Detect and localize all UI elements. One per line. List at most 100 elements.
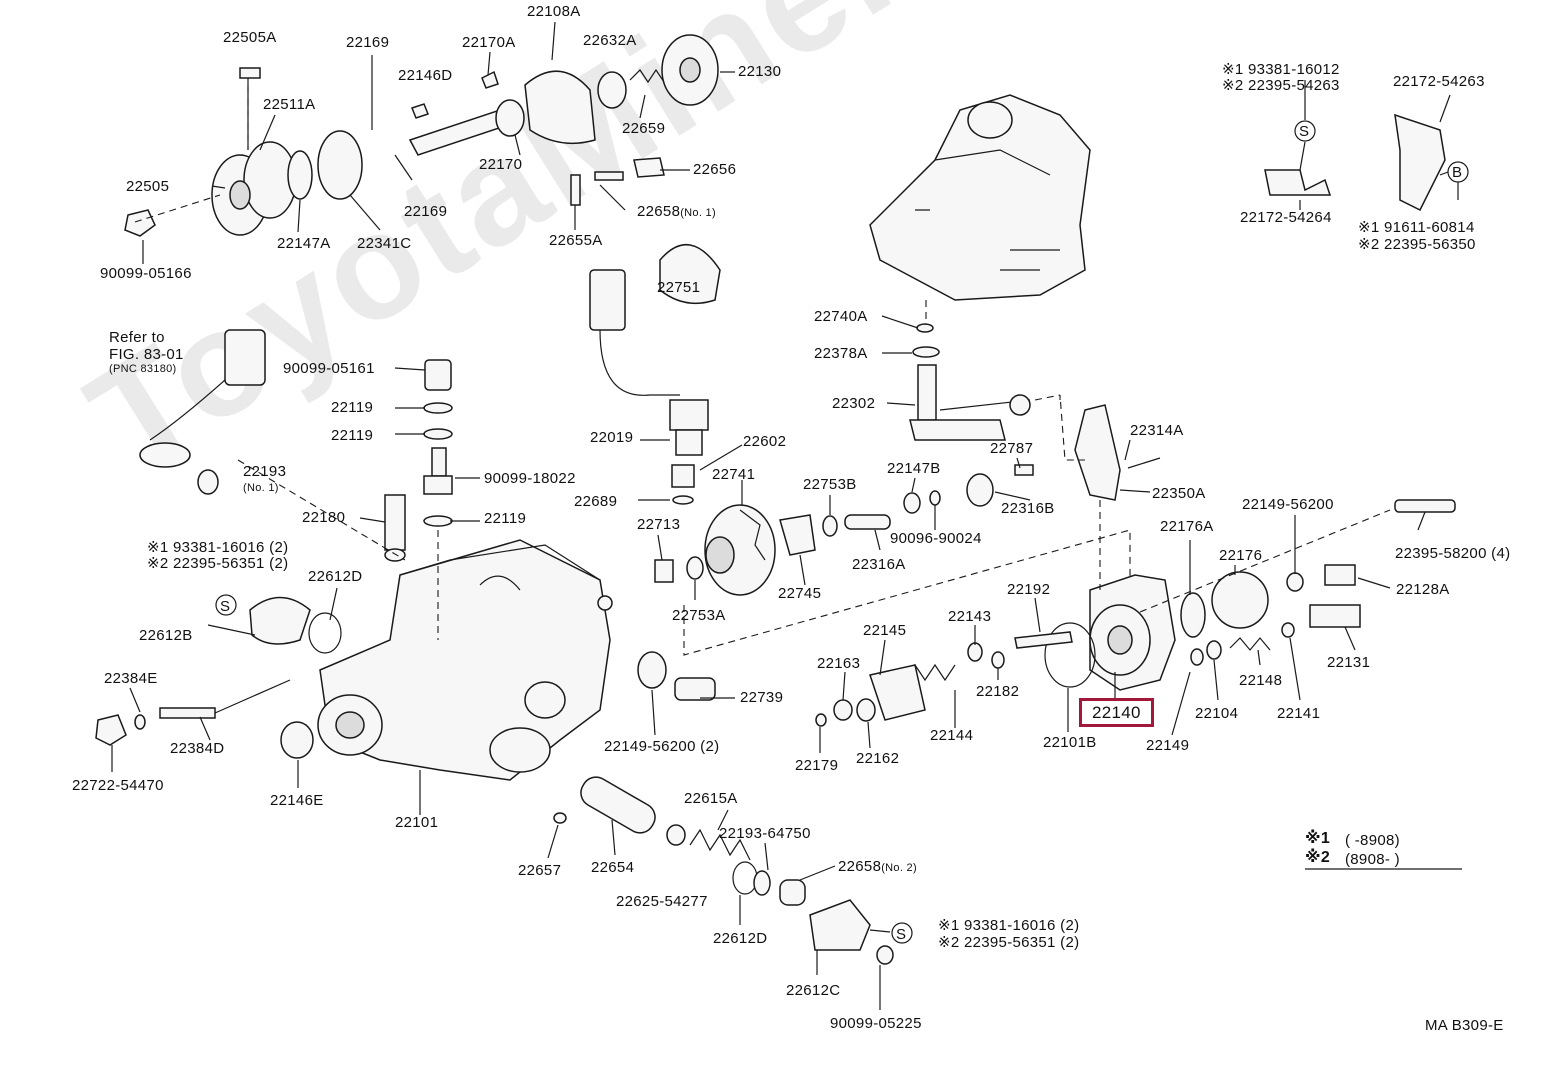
part-number: 22658 bbox=[637, 203, 681, 220]
part-label-22395-56350: ※2 22395-56350 bbox=[1358, 236, 1476, 253]
legend-row1-mark: ※1 bbox=[1305, 830, 1331, 847]
figure-code: MA B309-E bbox=[1425, 1017, 1504, 1034]
leader-lines bbox=[111, 21, 1462, 1010]
part-label-22119-a: 22119 bbox=[331, 399, 374, 416]
part-label-22657: 22657 bbox=[518, 862, 562, 879]
part-label-22655a: 22655A bbox=[549, 232, 603, 249]
part-label-22659: 22659 bbox=[622, 120, 666, 137]
part-label-22341c: 22341C bbox=[357, 235, 412, 252]
part-label-22505: 22505 bbox=[126, 178, 170, 195]
part-label-22148: 22148 bbox=[1239, 672, 1283, 689]
part-label-22395-56351-a: ※2 22395-56351 (2) bbox=[147, 555, 289, 572]
assembly-guide-lines bbox=[134, 86, 1391, 656]
part-label-22395-58200: 22395-58200 (4) bbox=[1395, 545, 1511, 562]
part-label-93381-16016-a: ※1 93381-16016 (2) bbox=[147, 539, 289, 556]
part-label-22140-highlighted[interactable]: 22140 bbox=[1079, 698, 1154, 727]
legend-row1-range: ( -8908) bbox=[1345, 832, 1400, 849]
part-label-22149-56200-b: 22149-56200 bbox=[1242, 496, 1334, 513]
part-label-22119-b: 22119 bbox=[331, 427, 374, 444]
drive-shaft bbox=[408, 34, 719, 156]
brackets-upper-right bbox=[1264, 113, 1446, 212]
part-label-22751: 22751 bbox=[657, 279, 701, 296]
part-label-22316a: 22316A bbox=[852, 556, 906, 573]
part-label-22740a: 22740A bbox=[814, 308, 868, 325]
small-fasteners-top bbox=[570, 157, 665, 206]
marker-s-right: S bbox=[1299, 123, 1310, 140]
part-label-22108a: 22108A bbox=[527, 3, 581, 20]
part-label-22612c: 22612C bbox=[786, 982, 841, 999]
part-label-22130: 22130 bbox=[738, 63, 782, 80]
part-label-93381-16016-b: ※1 93381-16016 (2) bbox=[938, 917, 1080, 934]
part-label-90099-05166: 90099-05166 bbox=[100, 265, 192, 282]
control-lever-assembly bbox=[909, 323, 1161, 507]
legend-row2-mark: ※2 bbox=[1305, 849, 1331, 866]
part-label-22612b: 22612B bbox=[139, 627, 193, 644]
part-label-22162: 22162 bbox=[856, 750, 900, 767]
part-note: (No. 2) bbox=[881, 862, 917, 874]
part-label-22141: 22141 bbox=[1277, 705, 1321, 722]
part-label-22745: 22745 bbox=[778, 585, 822, 602]
part-label-22176: 22176 bbox=[1219, 547, 1263, 564]
part-label-22149-56200-a: 22149-56200 (2) bbox=[604, 738, 720, 755]
part-label-22147b: 22147B bbox=[887, 460, 941, 477]
part-label-22378a: 22378A bbox=[814, 345, 868, 362]
part-label-22163: 22163 bbox=[817, 655, 861, 672]
part-label-22143: 22143 bbox=[948, 608, 992, 625]
part-label-22612d-a: 22612D bbox=[308, 568, 363, 585]
part-label-22128a: 22128A bbox=[1396, 581, 1450, 598]
legend-row2-range: (8908- ) bbox=[1345, 851, 1400, 868]
part-label-22314a: 22314A bbox=[1130, 422, 1184, 439]
part-label-22146e: 22146E bbox=[270, 792, 324, 809]
marker-s-left: S bbox=[220, 598, 231, 615]
timer-parts bbox=[95, 596, 894, 965]
part-label-22654: 22654 bbox=[591, 859, 635, 876]
part-label-22753a: 22753A bbox=[672, 607, 726, 624]
pump-head-housing bbox=[869, 94, 1091, 301]
governor-linkage bbox=[779, 490, 941, 556]
part-label-22741: 22741 bbox=[712, 466, 756, 483]
part-label-22172-54264: 22172-54264 bbox=[1240, 209, 1332, 226]
part-label-22193: 22193(No. 1) bbox=[243, 464, 286, 494]
part-label-90099-05225: 90099-05225 bbox=[830, 1015, 922, 1032]
part-label-22511a: 22511A bbox=[263, 96, 316, 113]
marker-b: B bbox=[1452, 164, 1463, 181]
part-label-22658-no2: 22658(No. 2) bbox=[838, 859, 917, 874]
part-label-90099-05161: 90099-05161 bbox=[283, 360, 375, 377]
part-label-22101b: 22101B bbox=[1043, 734, 1097, 751]
part-label-22176a: 22176A bbox=[1160, 518, 1214, 535]
part-label-22170a: 22170A bbox=[462, 34, 516, 51]
part-label-22625-54277: 22625-54277 bbox=[616, 893, 708, 910]
part-label-22172-54263: 22172-54263 bbox=[1393, 73, 1485, 90]
part-label-22146d: 22146D bbox=[398, 67, 453, 84]
plunger-train bbox=[815, 642, 1005, 727]
part-label-22119-c: 22119 bbox=[484, 510, 527, 527]
drive-coupling-assembly bbox=[124, 67, 363, 237]
governor-gear bbox=[654, 504, 776, 596]
part-label-22104: 22104 bbox=[1195, 705, 1239, 722]
part-label-22144: 22144 bbox=[930, 727, 974, 744]
refer-note-line3: (PNC 83180) bbox=[109, 363, 177, 375]
fuel-cut-solenoid bbox=[589, 244, 721, 505]
part-label-22395-56351-b: ※2 22395-56351 (2) bbox=[938, 934, 1080, 951]
part-label-22395-54263: ※2 22395-54263 bbox=[1222, 77, 1340, 94]
part-label-93381-16012: ※1 93381-16012 bbox=[1222, 61, 1340, 78]
part-label-22384d: 22384D bbox=[170, 740, 225, 757]
pump-body-main bbox=[317, 539, 613, 781]
refer-note-line1: Refer to bbox=[109, 329, 165, 346]
part-label-22505a: 22505A bbox=[223, 29, 277, 46]
part-label-22602: 22602 bbox=[743, 433, 787, 450]
part-label-22019: 22019 bbox=[590, 429, 634, 446]
part-label-22170: 22170 bbox=[479, 156, 523, 173]
connector-sensor bbox=[139, 329, 266, 495]
part-label-22787: 22787 bbox=[990, 440, 1034, 457]
part-label-22101: 22101 bbox=[395, 814, 439, 831]
part-label-91611-60814: ※1 91611-60814 bbox=[1358, 219, 1475, 236]
part-label-22656: 22656 bbox=[693, 161, 737, 178]
part-label-22384e: 22384E bbox=[104, 670, 158, 687]
part-label-22182: 22182 bbox=[976, 683, 1020, 700]
part-label-22192: 22192 bbox=[1007, 581, 1051, 598]
part-label-22722-54470: 22722-54470 bbox=[72, 777, 164, 794]
part-label-22632a: 22632A bbox=[583, 32, 637, 49]
part-label-22739: 22739 bbox=[740, 689, 784, 706]
